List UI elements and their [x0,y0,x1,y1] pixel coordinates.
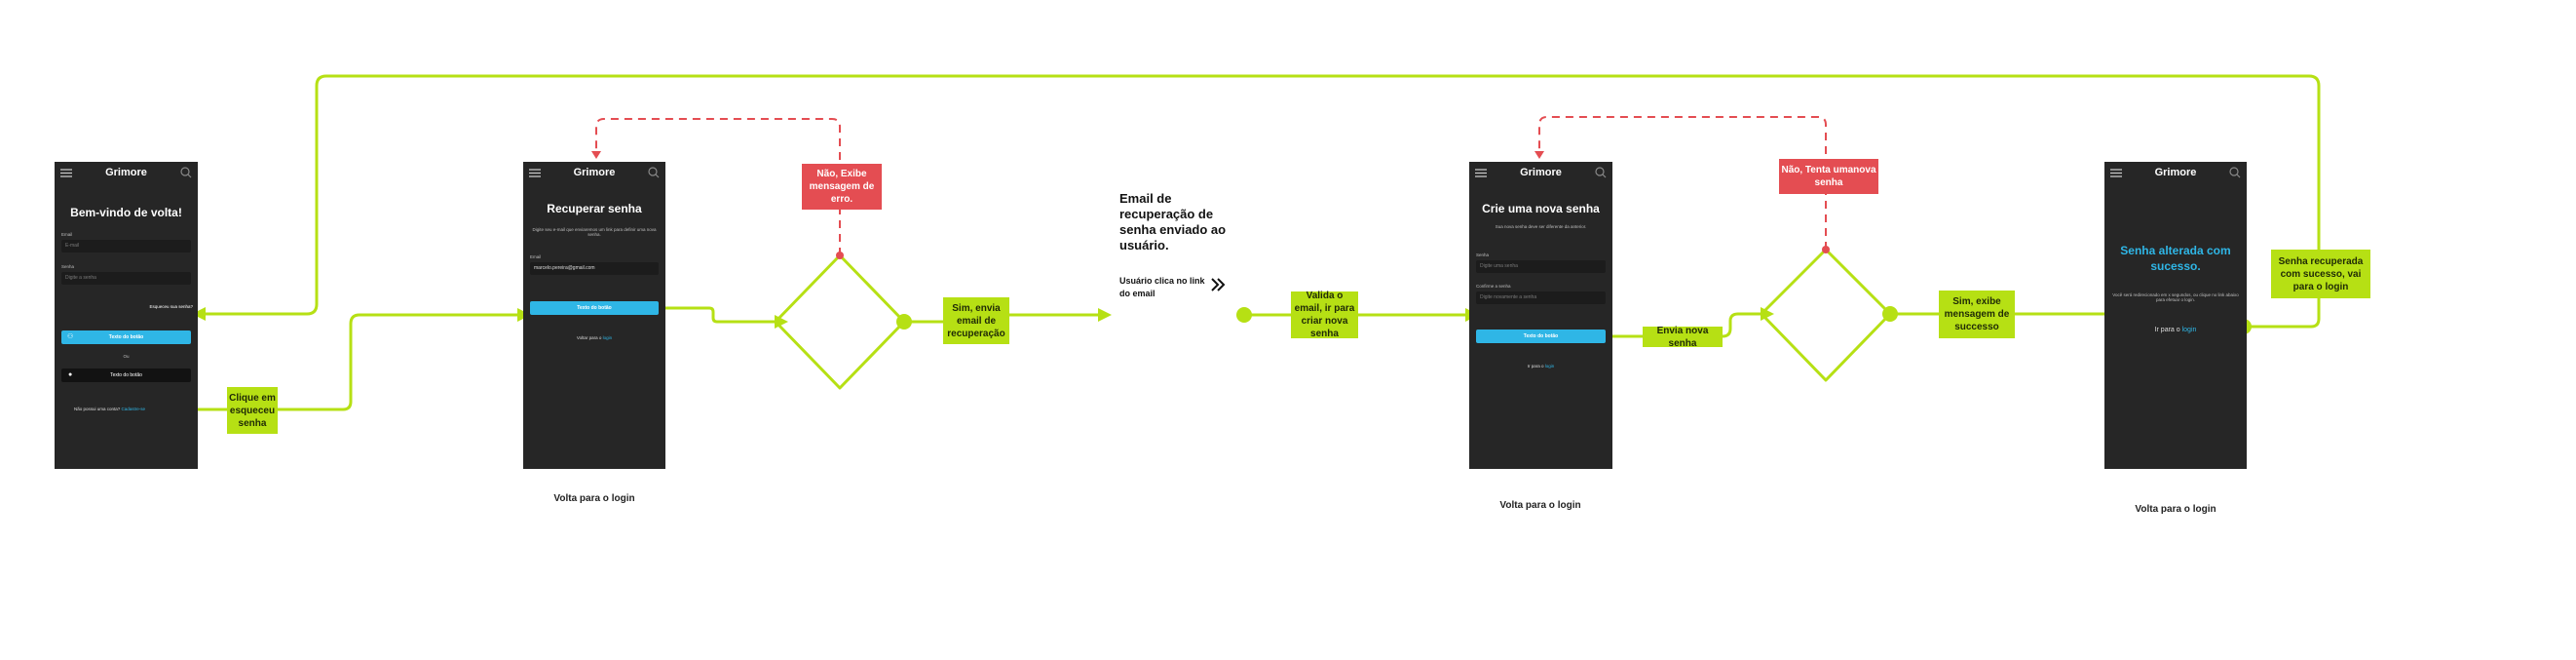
confirm-password-label: Confirme a senha [1476,284,1511,289]
screen-login: Grimore Bem-vindo de volta! Email E-mail… [55,162,198,469]
flow-step-success-message: Sim, exibe mensagem de successo [1939,291,2015,338]
app-header: Grimore [1469,162,1612,185]
app-header: Grimore [55,162,198,185]
email-field[interactable]: E-mail [61,240,191,252]
back-login-link[interactable]: login [602,335,613,340]
caption-back-login-1: Volta para o login [553,493,635,504]
back-text: Ir para o [2154,327,2180,333]
submit-new-password-button[interactable]: Texto do botão [1476,330,1606,343]
back-login-link[interactable]: login [2181,327,2197,333]
connector-forgot-to-recover [190,313,518,411]
signup-text: Não possui uma conta? [74,407,121,411]
caption-back-login-3: Volta para o login [2135,504,2216,515]
password-label: Senha [1476,252,1490,257]
screen-new-password: Grimore Crie uma nova senha Sua nova sen… [1469,162,1612,469]
decision-diamond-password [1760,248,1892,382]
brand-name: Grimore [2154,167,2197,178]
forgot-password-link[interactable]: Esqueceu sua senha? [149,304,193,309]
arrowhead [192,307,206,321]
app-header: Grimore [523,162,665,185]
page-description: Digite seu e-mail que enviaremos um link… [532,227,657,237]
arrowhead [1098,308,1112,322]
hamburger-menu-icon[interactable] [1475,169,1487,177]
flow-step-validate-email: Valida o email, ir para criar nova senha [1291,291,1358,339]
hamburger-menu-icon[interactable] [60,169,72,177]
email-label: Email [61,232,73,237]
back-text: Voltar para o [576,335,602,340]
brand-name: Grimore [105,167,147,178]
success-title-line-2: sucesso. [2150,259,2201,273]
flow-error-password: Não, Tenta umanova senha [1779,159,1878,194]
search-icon[interactable] [1595,167,1607,178]
hamburger-menu-icon[interactable] [529,169,541,177]
user-icon: ⚇ [67,333,74,340]
flow-step-send-email: Sim, envia email de recuperação [943,297,1009,344]
search-icon[interactable] [648,167,660,178]
github-button[interactable]: ● Texto do botão [61,369,191,382]
page-title: Recuperar senha [547,202,642,215]
flow-error-email: Não, Exibe mensagem de erro. [802,164,882,210]
page-title: Crie uma nova senha [1482,202,1600,215]
recover-button[interactable]: Texto do botão [530,301,659,315]
arrowhead [591,151,601,159]
back-to-login-line: Ir para o login [2104,327,2247,333]
back-text: Ir para o [1527,364,1544,369]
connector-new-password-to-decision [1596,312,1762,338]
brand-name: Grimore [573,167,616,178]
flow-email-sent-text: Email de recuperação de senha enviado ao… [1119,191,1227,252]
confirm-password-field[interactable]: Digite novamente a senha [1476,291,1606,304]
flow-step-recovered: Senha recuperada com sucesso, vai para o… [2271,250,2370,298]
app-header: Grimore [2104,162,2247,185]
search-icon[interactable] [180,167,192,178]
signup-line: Não possui uma conta? Cadastre-se [74,407,145,411]
search-icon[interactable] [2229,167,2241,178]
github-button-label: Texto do botão [110,372,142,378]
flow-step-send-new-password: Envia nova senha [1643,326,1723,349]
login-button-label: Texto do botão [108,334,144,340]
page-description: Sua nova senha deve ser diferente da ant… [1495,224,1587,229]
github-icon: ● [68,371,73,378]
signup-link[interactable]: Cadastre-se [121,407,146,411]
error-dot [1822,246,1830,253]
login-button[interactable]: ⚇ Texto do botão [61,330,191,344]
double-chevron-icon [1211,278,1226,291]
email-field[interactable]: marcelo.pereira@gmail.com [530,262,659,275]
back-to-login-line: Ir para o login [1469,364,1612,369]
decision-diamond-email [774,253,906,390]
divider-text: Ou [123,354,130,359]
flow-step-forgot-click: Clique em esqueceu senha [227,387,278,434]
back-login-link[interactable]: login [1544,364,1555,369]
screen-password-changed: Grimore Senha alterada com sucesso. Você… [2104,162,2247,469]
hamburger-menu-icon[interactable] [2110,169,2122,177]
success-title: Senha alterada com sucesso. [2104,243,2247,274]
error-loop-password [1538,116,1827,250]
error-dot [836,252,844,259]
arrowhead [1534,151,1544,159]
caption-back-login-2: Volta para o login [1499,500,1581,511]
redirect-description: Você será redirecionado em x segundos, o… [2112,292,2239,302]
brand-name: Grimore [1520,167,1562,178]
back-to-login-line: Voltar para o login [523,335,665,340]
connector-dot [1236,307,1252,323]
page-title: Bem-vindo de volta! [70,206,182,219]
flow-user-clicks-text: Usuário clica no link do email [1119,276,1205,298]
password-field[interactable]: Digite a senha [61,272,191,285]
connector-success-loop-to-login [205,74,2321,329]
connector-recover-to-decision [643,306,776,324]
screen-recover-password: Grimore Recuperar senha Digite seu e-mai… [523,162,665,469]
password-field[interactable]: Digite uma senha [1476,260,1606,273]
success-title-line-1: Senha alterada com [2120,244,2231,257]
email-label: Email [530,254,542,259]
password-label: Senha [61,264,75,269]
